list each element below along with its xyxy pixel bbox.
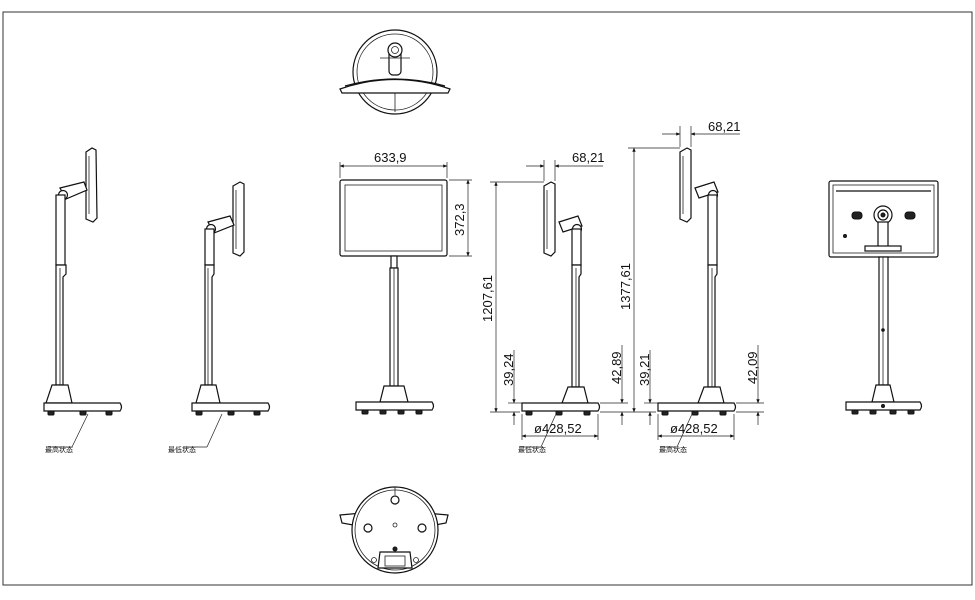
bottom-view [339, 486, 449, 574]
side-view-high-1: 最高状态 [43, 147, 123, 454]
dim-base-clearance-a: 39,24 [501, 353, 516, 386]
top-view [339, 29, 451, 115]
side-view-low-1: 最低状态 [168, 181, 271, 454]
dim-base-thickness-b: 42,09 [745, 351, 760, 384]
side-view-high-dimensioned: 68,21 1377,61 39,21 42,09 ø428,52 最高状态 [618, 119, 764, 454]
rear-view [828, 180, 939, 415]
dim-height-high: 1377,61 [618, 263, 633, 310]
dim-base-diameter-a: ø428,52 [534, 421, 582, 436]
dim-tilt-offset-a: 68,21 [572, 150, 605, 165]
dim-base-clearance-b: 39,21 [637, 353, 652, 386]
dim-screen-width: 633,9 [374, 150, 407, 165]
dim-screen-height: 372,3 [452, 203, 467, 236]
front-view: 633,9 372,3 [339, 150, 472, 415]
drawing-frame [2, 11, 973, 586]
dim-base-thickness-a: 42,89 [609, 351, 624, 384]
dim-height-low: 1207,61 [480, 275, 495, 322]
note-state-3: 最低状态 [518, 445, 546, 454]
side-view-low-dimensioned: 68,21 1207,61 39,24 42,89 ø428,52 最低状态 [480, 150, 628, 454]
dim-tilt-offset-b: 68,21 [708, 119, 741, 134]
note-state-2: 最低状态 [168, 445, 196, 454]
dim-base-diameter-b: ø428,52 [670, 421, 718, 436]
note-state-1: 最高状态 [45, 445, 73, 454]
note-state-4: 最高状态 [659, 445, 687, 454]
